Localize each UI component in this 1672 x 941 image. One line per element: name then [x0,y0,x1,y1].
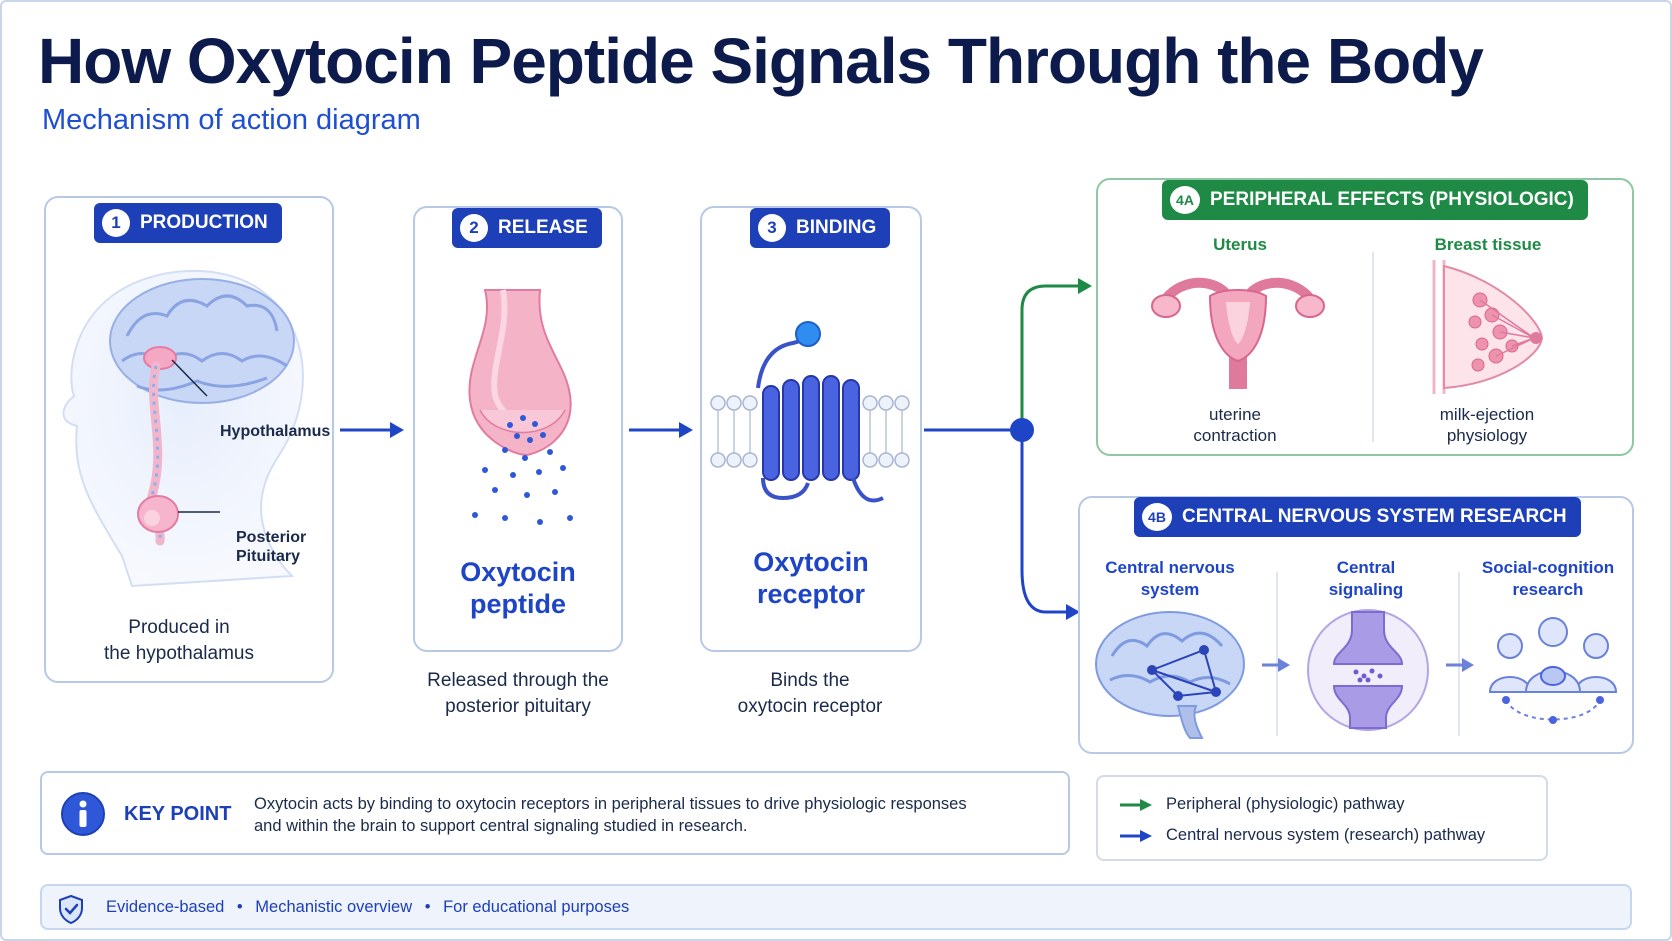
arrow-production-to-release [340,422,404,438]
step-number: 3 [758,214,786,242]
effect-line: contraction [1193,426,1277,445]
release-badge: 2 RELEASE [452,208,602,248]
pathway-legend: Peripheral (physiologic) pathway Central… [1096,775,1548,861]
central-signaling-title: Central signaling [1286,557,1446,601]
footer-text: Evidence-based • Mechanistic overview • … [106,898,629,917]
step-number: 4B [1142,503,1172,531]
step-number: 4A [1170,186,1200,214]
nerve-terminal-illustration [468,289,573,525]
cns-divider-2 [1458,572,1460,736]
central-nervous-system-badge: 4B CENTRAL NERVOUS SYSTEM RESEARCH [1134,497,1581,537]
footer-item: Evidence-based [106,898,225,916]
effect-line: milk-ejection [1439,405,1535,424]
release-card [413,206,623,652]
caption-line: Produced in [128,617,230,638]
cns-arrow-1 [1262,658,1290,672]
caption-line: oxytocin receptor [737,696,883,717]
social-group-illustration [1488,617,1618,724]
step-label: PRODUCTION [140,212,268,233]
release-caption: Released through the posterior pituitary [398,668,638,720]
name-line: Oxytocin [753,547,869,577]
social-cognition-title: Social-cognition research [1464,557,1632,601]
central-pathway-arrow-icon [1120,830,1152,842]
name-line: receptor [756,579,866,609]
caption-line: Binds the [770,670,850,691]
step-number: 1 [102,209,130,237]
shield-check-icon [59,894,83,925]
name-line: Oxytocin [460,557,576,587]
cns-arrow-2 [1446,658,1474,672]
arrow-release-to-binding [629,422,693,438]
key-point-box: KEY POINT Oxytocin acts by binding to ox… [40,771,1070,855]
synapse-illustration [1307,609,1429,731]
peripheral-divider [1372,252,1374,442]
breast-tissue-illustration [1432,260,1544,394]
binding-caption: Binds the oxytocin receptor [690,668,930,720]
title-line: Central nervous [1105,558,1235,577]
breast-tissue-title: Breast tissue [1434,235,1542,254]
step-label: CENTRAL NERVOUS SYSTEM RESEARCH [1182,506,1567,527]
brain-network-illustration [1095,611,1245,739]
uterus-effect: uterine contraction [1140,404,1330,446]
central-pathway-label: Central nervous system (research) pathwa… [1166,826,1486,844]
page-subtitle: Mechanism of action diagram [42,104,421,136]
production-badge: 1 PRODUCTION [94,203,282,243]
peripheral-effects-card [1096,178,1634,456]
oxytocin-receptor-name: Oxytocin receptor [700,546,922,610]
posterior-pituitary-label-line1: Posterior [236,529,307,546]
oxytocin-peptide-name: Oxytocin peptide [413,556,623,620]
key-point-text: Oxytocin acts by binding to oxytocin rec… [254,793,967,837]
footer-separator: • [424,898,431,916]
peripheral-pathway-arrow-icon [1120,799,1152,811]
breast-tissue-effect: milk-ejection physiology [1392,404,1582,446]
effect-line: physiology [1446,426,1528,445]
caption-line: the hypothalamus [104,643,254,664]
step-label: BINDING [796,217,877,238]
production-caption: Produced in the hypothalamus [64,615,294,667]
key-point-line: and within the brain to support central … [254,817,748,835]
branch-connector [924,278,1092,620]
key-point-label: KEY POINT [124,803,232,825]
cns-title: Central nervous system [1088,557,1252,601]
footer-separator: • [236,898,243,916]
page-title: How Oxytocin Peptide Signals Through the… [38,25,1484,97]
binding-badge: 3 BINDING [750,208,891,248]
step-label: PERIPHERAL EFFECTS (PHYSIOLOGIC) [1210,189,1574,210]
info-icon [61,792,105,836]
title-line: Central [1336,558,1396,577]
name-line: peptide [469,589,566,619]
step-label: RELEASE [498,217,588,238]
step-number: 2 [460,214,488,242]
hypothalamus-label: Hypothalamus [220,423,331,440]
footer-item: Mechanistic overview [255,898,413,916]
footer-item: For educational purposes [443,898,630,916]
title-line: system [1140,580,1200,599]
peripheral-pathway-label: Peripheral (physiologic) pathway [1166,795,1405,813]
cns-divider-1 [1276,572,1278,736]
effect-line: uterine [1209,405,1261,424]
footer-bar: Evidence-based • Mechanistic overview • … [40,884,1632,930]
posterior-pituitary-label-line2: Pituitary [236,548,301,565]
caption-line: posterior pituitary [445,696,591,717]
receptor-membrane-illustration [710,321,910,503]
caption-line: Released through the [427,670,609,691]
uterus-illustration [1151,277,1325,389]
key-point-line: Oxytocin acts by binding to oxytocin rec… [254,795,967,813]
title-line: Social-cognition [1481,558,1615,577]
title-line: research [1512,580,1584,599]
uterus-title: Uterus [1213,235,1267,254]
peripheral-effects-badge: 4A PERIPHERAL EFFECTS (PHYSIOLOGIC) [1162,180,1588,220]
brain-head-illustration [62,269,304,588]
title-line: signaling [1328,580,1404,599]
